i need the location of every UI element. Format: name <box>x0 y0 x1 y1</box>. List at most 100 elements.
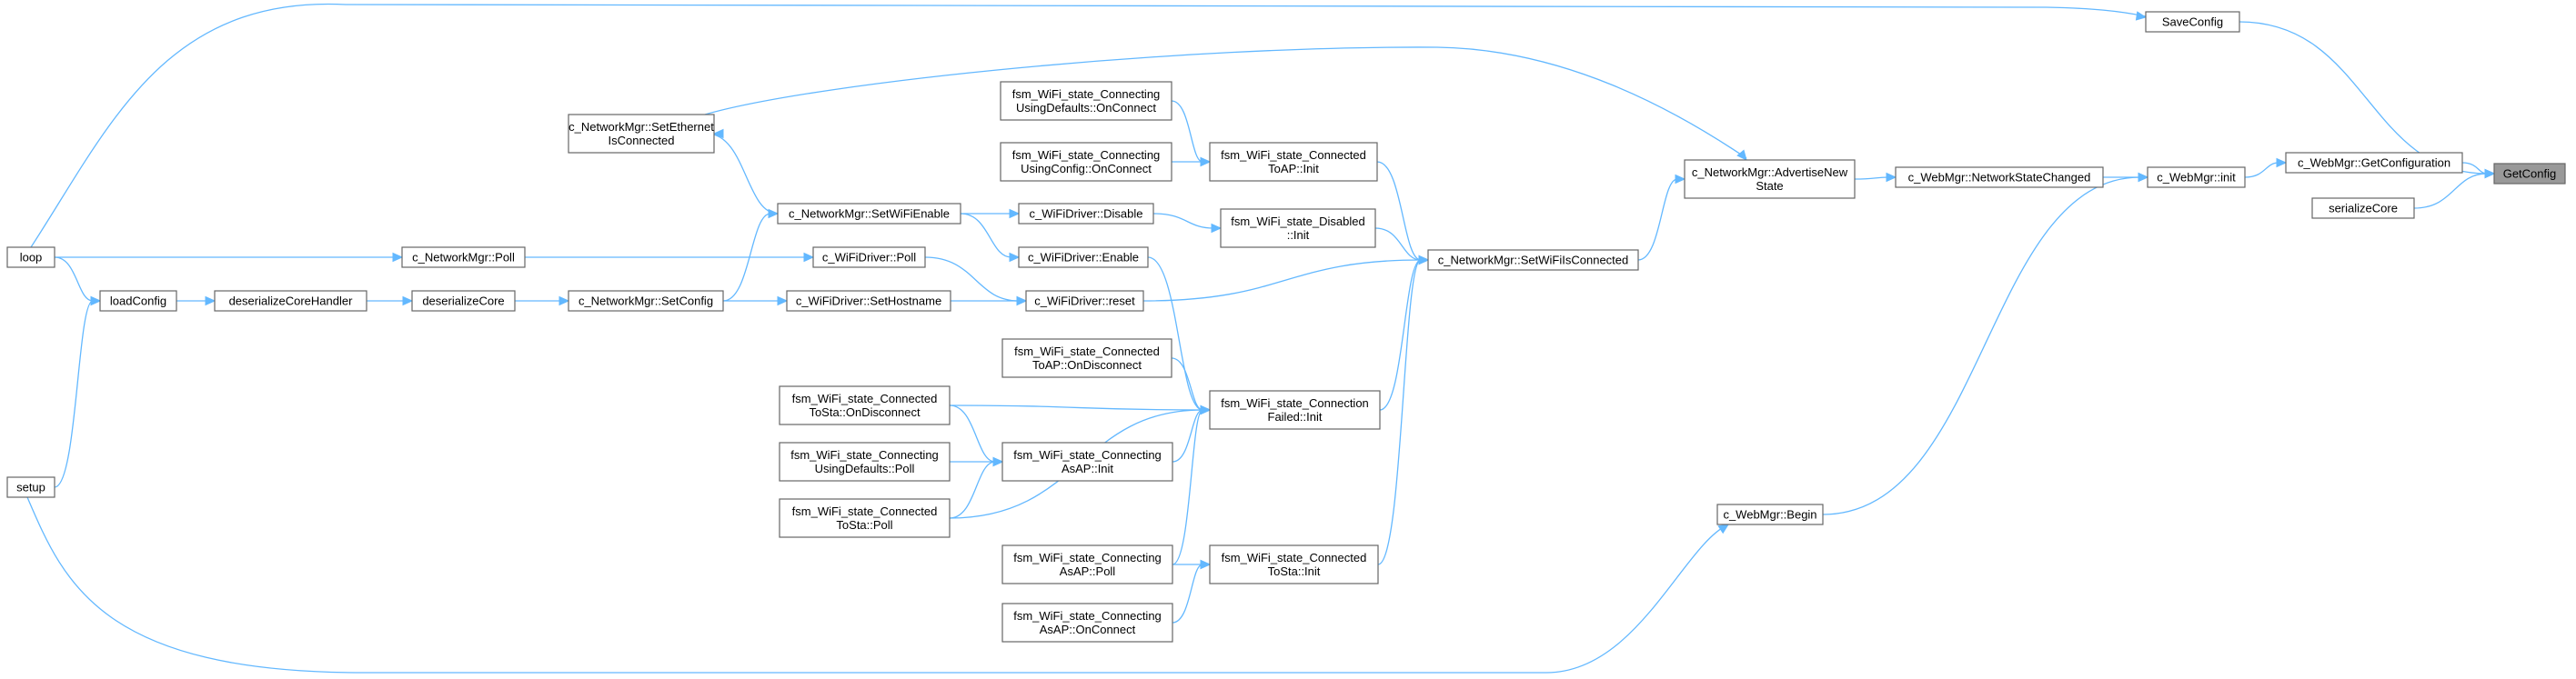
node-deserialize-core[interactable]: deserializeCore <box>411 290 516 312</box>
node-box <box>1684 159 1856 199</box>
node-disabled-init[interactable]: fsm_WiFi_state_Disabled::Init <box>1220 208 1376 248</box>
node-loop[interactable]: loop <box>6 246 55 268</box>
node-label: c_WiFiDriver::SetHostname <box>796 295 941 308</box>
node-box <box>568 114 715 154</box>
node-box <box>1000 142 1172 182</box>
node-wi-fi-driver-disable[interactable]: c_WiFiDriver::Disable <box>1018 203 1154 225</box>
edge-connection-failed-init-to-set-wi-fi-is-connected <box>1379 259 1422 411</box>
node-get-config[interactable]: GetConfig <box>2493 163 2566 185</box>
node-network-mgr-poll[interactable]: c_NetworkMgr::Poll <box>401 246 526 268</box>
node-conn-using-defaults-on-connect[interactable]: fsm_WiFi_state_ConnectingUsingDefaults::… <box>1000 81 1172 121</box>
node-serialize-core[interactable]: serializeCore <box>2311 197 2415 219</box>
node-web-mgr-begin[interactable]: c_WebMgr::Begin <box>1716 504 1824 525</box>
node-box <box>6 246 55 268</box>
arrowhead-web-mgr-begin-to-web-mgr-init <box>2138 172 2149 183</box>
node-wi-fi-driver-reset[interactable]: c_WiFiDriver::reset <box>1025 290 1144 312</box>
edges-layer <box>26 3 2496 674</box>
node-wi-fi-driver-enable[interactable]: c_WiFiDriver::Enable <box>1018 246 1149 268</box>
node-load-config[interactable]: loadConfig <box>99 290 177 312</box>
node-box <box>786 290 951 312</box>
node-label: fsm_WiFi_state_Connecting <box>790 448 939 462</box>
edge-set-wi-fi-enable-to-wi-fi-driver-enable <box>960 213 1012 258</box>
arrowhead-serialize-core-to-get-config <box>2484 168 2496 179</box>
edge-disabled-init-to-set-wi-fi-is-connected <box>1374 227 1422 261</box>
edge-connected-to-sta-on-disconnect-to-connection-failed-init <box>949 404 1203 411</box>
arrowhead-connected-to-sta-init-to-set-wi-fi-is-connected <box>1418 255 1430 265</box>
node-box <box>1025 290 1144 312</box>
edge-connecting-as-apinit-to-connection-failed-init <box>1172 409 1203 463</box>
node-conn-using-config-on-connect[interactable]: fsm_WiFi_state_ConnectingUsingConfig::On… <box>1000 142 1172 182</box>
arrowhead-network-mgr-poll-to-wi-fi-driver-poll <box>803 252 815 263</box>
node-label: ToSta::Poll <box>836 518 892 532</box>
arrowhead-set-wi-fi-enable-to-wi-fi-driver-enable <box>1009 252 1021 263</box>
node-label: UsingDefaults::Poll <box>815 462 915 475</box>
node-label: ToSta::OnDisconnect <box>809 405 921 419</box>
arrowhead-set-wi-fi-enable-to-set-ethernet-is-connected <box>712 128 724 139</box>
arrowhead-wi-fi-driver-set-hostname-to-wi-fi-driver-reset <box>1016 295 1028 306</box>
node-get-configuration[interactable]: c_WebMgr::GetConfiguration <box>2285 152 2463 174</box>
edge-conn-using-defaults-on-connect-to-connected-to-apinit <box>1171 100 1203 163</box>
node-label: c_WebMgr::GetConfiguration <box>2298 156 2450 170</box>
edge-web-mgr-begin-to-web-mgr-init <box>1822 176 2141 515</box>
arrowhead-deserialize-core-to-network-mgr-set-config <box>558 295 570 306</box>
node-setup[interactable]: setup <box>6 476 55 498</box>
arrowhead-advertise-new-state-to-network-state-changed <box>1886 172 1897 183</box>
node-label: fsm_WiFi_state_Connecting <box>1013 609 1162 623</box>
node-save-config[interactable]: SaveConfig <box>2145 11 2240 33</box>
edge-setup-to-load-config <box>54 300 94 488</box>
node-label: loadConfig <box>110 295 166 308</box>
edge-web-mgr-init-to-get-configuration <box>2244 162 2279 178</box>
edge-wi-fi-driver-enable-to-connection-failed-init <box>1147 256 1203 411</box>
edge-connected-to-sta-on-disconnect-to-connecting-as-apinit <box>949 404 996 463</box>
node-box <box>1427 249 1639 271</box>
arrowhead-connecting-as-appoll-to-connection-failed-init <box>1200 404 1212 415</box>
node-label: loop <box>20 251 43 265</box>
node-box <box>2147 166 2246 188</box>
node-label: c_WebMgr::init <box>2157 171 2236 185</box>
node-network-mgr-set-config[interactable]: c_NetworkMgr::SetConfig <box>568 290 724 312</box>
node-connected-to-apon-disconnect[interactable]: fsm_WiFi_state_ConnectedToAP::OnDisconne… <box>1001 338 1172 378</box>
node-web-mgr-init[interactable]: c_WebMgr::init <box>2147 166 2246 188</box>
node-box <box>1000 81 1172 121</box>
node-label: fsm_WiFi_state_Connecting <box>1013 448 1162 462</box>
node-conn-using-defaults-poll[interactable]: fsm_WiFi_state_ConnectingUsingDefaults::… <box>779 442 951 482</box>
edge-save-config-to-get-config <box>2239 21 2488 175</box>
node-connected-to-sta-on-disconnect[interactable]: fsm_WiFi_state_ConnectedToSta::OnDisconn… <box>779 385 951 425</box>
node-network-state-changed[interactable]: c_WebMgr::NetworkStateChanged <box>1895 166 2104 188</box>
node-label: fsm_WiFi_state_Connected <box>792 392 938 405</box>
node-deserialize-core-handler[interactable]: deserializeCoreHandler <box>214 290 367 312</box>
node-box <box>779 442 951 482</box>
node-label: IsConnected <box>609 134 675 147</box>
node-label: c_NetworkMgr::SetConfig <box>579 295 713 308</box>
node-label: ToAP::OnDisconnect <box>1032 358 1142 372</box>
node-set-wi-fi-enable[interactable]: c_NetworkMgr::SetWiFiEnable <box>777 203 961 225</box>
arrowhead-set-ethernet-is-connected-to-advertise-new-state <box>1736 149 1747 161</box>
node-wi-fi-driver-set-hostname[interactable]: c_WiFiDriver::SetHostname <box>786 290 951 312</box>
node-label: c_WebMgr::Begin <box>1723 508 1816 522</box>
node-box <box>2493 163 2566 185</box>
node-box <box>1220 208 1376 248</box>
node-box <box>1001 338 1172 378</box>
node-label: fsm_WiFi_state_Connection <box>1221 396 1369 410</box>
node-box <box>2145 11 2240 33</box>
node-label: fsm_WiFi_state_Connecting <box>1013 551 1162 564</box>
node-wi-fi-driver-poll[interactable]: c_WiFiDriver::Poll <box>812 246 926 268</box>
node-label: c_WiFiDriver::Enable <box>1028 251 1139 265</box>
edge-set-wi-fi-enable-to-set-ethernet-is-connected <box>706 133 779 215</box>
node-label: fsm_WiFi_state_Connecting <box>1012 87 1161 101</box>
node-box <box>411 290 516 312</box>
node-set-wi-fi-is-connected[interactable]: c_NetworkMgr::SetWiFiIsConnected <box>1427 249 1639 271</box>
node-box <box>1209 544 1379 584</box>
node-box <box>1209 390 1381 430</box>
node-box <box>1716 504 1824 525</box>
node-box <box>1018 203 1154 225</box>
